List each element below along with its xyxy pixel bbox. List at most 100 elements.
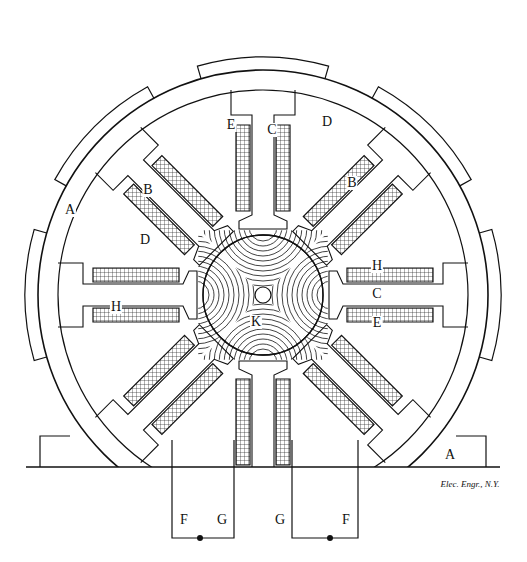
field-coil	[303, 364, 374, 435]
lead-wire	[292, 440, 330, 538]
lamination-arc	[219, 183, 307, 271]
lamination-arc	[141, 241, 249, 349]
lamination-arc	[297, 261, 365, 329]
lamination-arc	[214, 178, 312, 276]
pole-piece	[95, 325, 233, 463]
rotor-laminations	[199, 163, 327, 291]
field-coil	[152, 156, 223, 227]
lamination-arc	[176, 276, 214, 314]
field-coil	[332, 184, 403, 255]
winding-loop	[197, 57, 328, 79]
part-letter: H	[371, 259, 383, 273]
part-letter: A	[64, 203, 76, 217]
pole-piece	[293, 325, 431, 463]
terminal	[197, 535, 203, 541]
field-coil	[93, 268, 179, 282]
frame-foot	[456, 436, 486, 467]
credit-note: Elec. Engr., N.Y.	[440, 479, 501, 489]
lamination-arc	[229, 329, 297, 397]
pole-piece	[58, 263, 197, 327]
lamination-arc	[249, 349, 277, 377]
lamination-arc	[234, 334, 292, 392]
lamination-arc	[199, 163, 327, 291]
lamination-arc	[239, 339, 287, 387]
part-letter: D	[139, 233, 151, 247]
rotor	[203, 235, 323, 355]
part-letter: A	[444, 448, 456, 462]
field-coil	[276, 379, 290, 465]
lamination-arc	[224, 188, 302, 266]
field-coil	[276, 125, 290, 211]
lamination-arc	[136, 236, 254, 354]
frame-ring	[58, 90, 468, 467]
lamination-arc	[282, 246, 380, 344]
lamination-arc	[166, 266, 224, 324]
lamination-arc	[244, 344, 282, 382]
lamination-arc	[292, 256, 370, 334]
lamination-arc	[181, 281, 209, 309]
lamination-arc	[214, 314, 312, 412]
part-letter: F	[179, 513, 189, 527]
part-letter: B	[346, 176, 357, 190]
winding-loop	[55, 87, 154, 186]
frame-ring	[38, 70, 488, 467]
lamination-arc	[151, 251, 239, 339]
terminal	[327, 535, 333, 541]
rotor-shaft	[255, 287, 271, 303]
winding-loop	[25, 229, 47, 360]
rotor	[203, 235, 323, 355]
lead-wire	[200, 440, 234, 538]
winding-loop	[372, 87, 471, 186]
lamination-arc	[234, 198, 292, 256]
base-line	[26, 466, 500, 468]
field-coil	[124, 335, 195, 406]
pole-piece	[329, 263, 468, 327]
lamination-arc	[209, 309, 317, 417]
rotor-laminations	[131, 231, 259, 359]
rotor-laminations	[267, 231, 395, 359]
part-letter: C	[371, 287, 382, 301]
lamination-arc	[277, 241, 385, 349]
lead-wire	[330, 440, 358, 538]
field-coil	[93, 308, 179, 322]
field-coil	[236, 125, 250, 211]
winding-loop	[479, 229, 501, 360]
part-letter: E	[226, 118, 237, 132]
lamination-arc	[224, 324, 302, 402]
part-letter: G	[216, 513, 228, 527]
lamination-arc	[229, 193, 297, 261]
pole-piece	[293, 127, 431, 265]
lamination-arc	[287, 251, 375, 339]
part-letter: C	[266, 123, 277, 137]
lamination-arc	[204, 168, 322, 286]
lamination-arc	[267, 231, 395, 359]
lamination-arc	[199, 299, 327, 427]
part-letter: B	[142, 183, 153, 197]
pole-piece	[95, 127, 233, 265]
field-coil	[347, 268, 433, 282]
lamination-arc	[244, 208, 282, 246]
lead-wire	[172, 440, 200, 538]
part-letter: E	[372, 316, 383, 330]
lamination-arc	[317, 281, 345, 309]
part-letter: D	[321, 115, 333, 129]
lamination-arc	[219, 319, 307, 407]
lamination-arc	[307, 271, 355, 319]
field-coil	[347, 308, 433, 322]
lamination-arc	[312, 276, 350, 314]
lamination-arc	[209, 173, 317, 281]
lamination-arc	[272, 236, 390, 354]
part-letter: F	[341, 513, 351, 527]
lamination-arc	[171, 271, 219, 319]
part-letter: H	[110, 300, 122, 314]
lamination-arc	[249, 213, 277, 241]
part-letter: G	[274, 513, 286, 527]
frame-foot	[40, 436, 70, 467]
pole-piece	[231, 361, 295, 467]
lamination-arc	[302, 266, 360, 324]
lamination-arc	[161, 261, 229, 329]
lamination-arc	[156, 256, 234, 334]
lamination-arc	[239, 203, 287, 251]
lamination-arc	[204, 304, 322, 422]
